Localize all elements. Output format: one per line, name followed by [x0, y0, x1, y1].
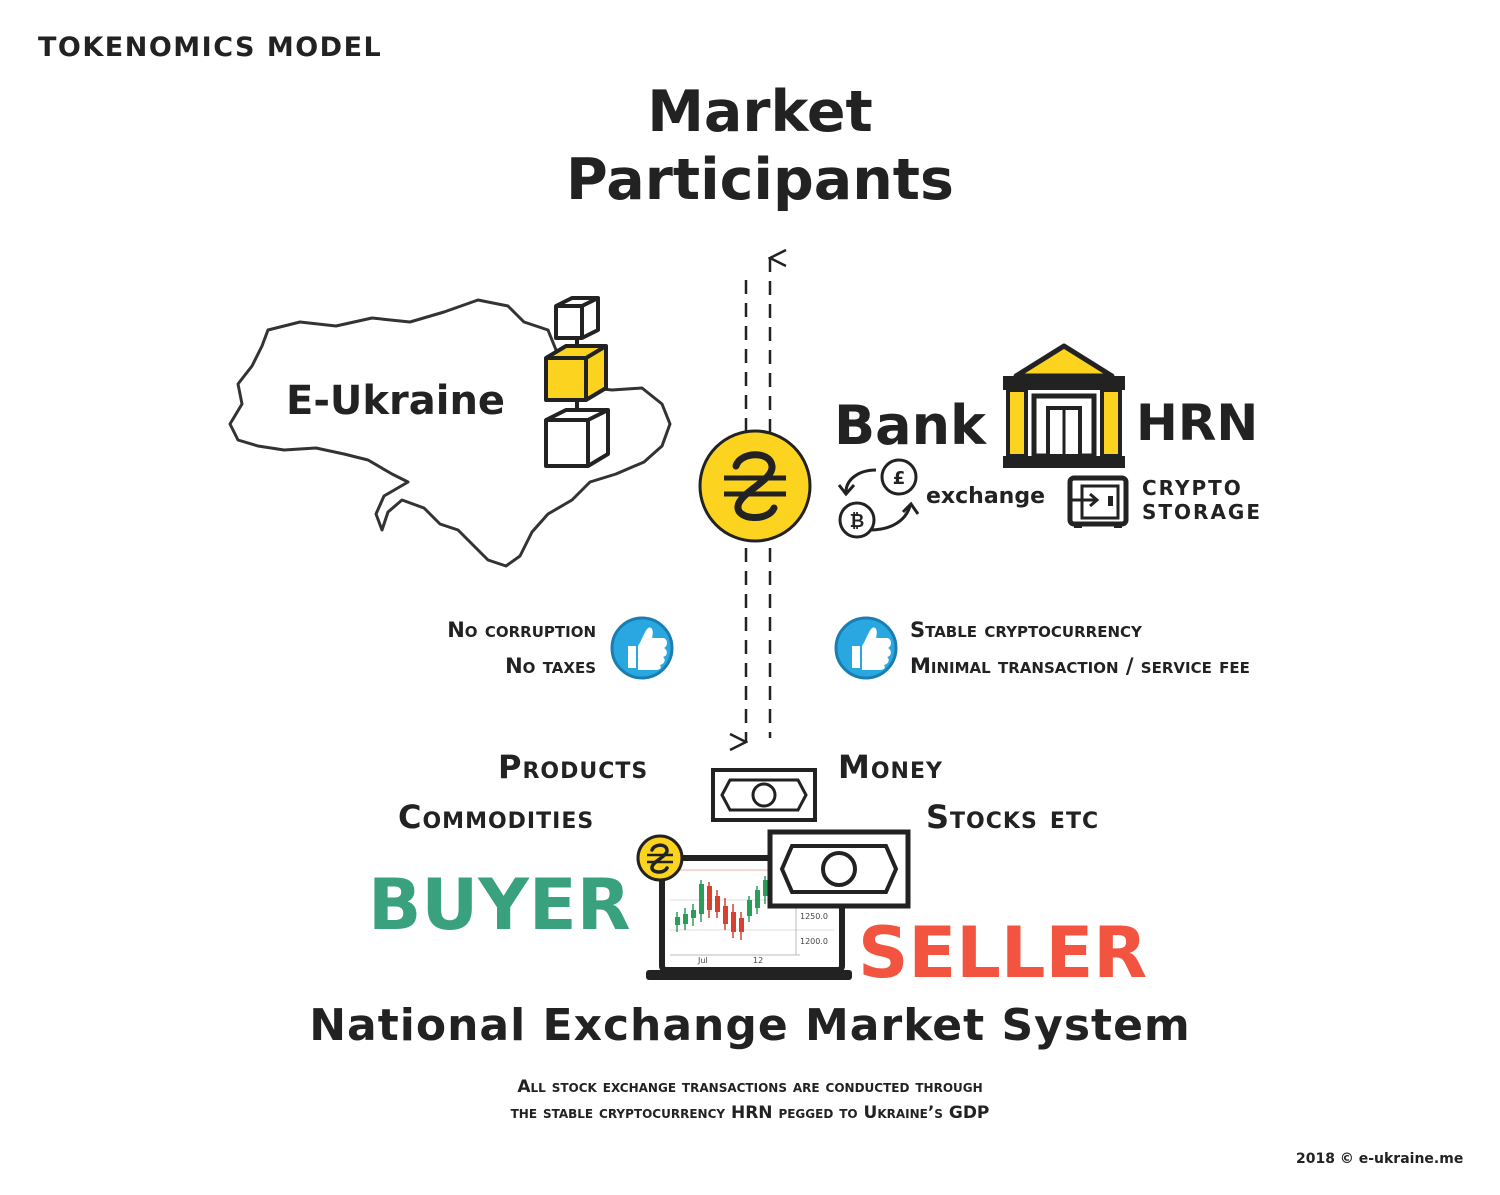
- currency-exchange-icon: [837, 468, 920, 532]
- chart-tick-label: 1200.0: [800, 937, 828, 946]
- chart-date-label: Jul: [697, 956, 708, 965]
- bank-building-icon: [1003, 343, 1125, 468]
- seller-label: SELLER: [858, 912, 1148, 994]
- page-title-line: Market: [647, 79, 873, 145]
- svg-text:₿: ₿: [850, 511, 865, 532]
- exchange-label: exchange: [926, 484, 1045, 509]
- svg-text:£: £: [893, 468, 906, 489]
- money-label: Money: [838, 748, 943, 786]
- hrn-label: HRN: [1136, 394, 1259, 452]
- bank-label: Bank: [834, 394, 986, 457]
- crypto-safe-icon: [1067, 475, 1129, 528]
- chart-tick-label: 1250.0: [800, 912, 828, 921]
- footnote-line: All stock exchange transactions are cond…: [517, 1077, 983, 1097]
- crypto-storage-line: STORAGE: [1142, 500, 1263, 524]
- left-benefits-list: No corruption No taxes: [380, 612, 596, 684]
- pound-icon: £: [880, 458, 918, 496]
- benefit-item: Stable cryptocurrency: [910, 618, 1142, 642]
- stocks-label: Stocks etc: [926, 798, 1100, 836]
- corner-title: TOKENOMICS MODEL: [38, 32, 383, 63]
- chart-date-label: 12: [753, 956, 763, 965]
- buyer-label: BUYER: [368, 864, 631, 946]
- crypto-storage-line: CRYPTO: [1142, 476, 1243, 500]
- banknote-icon: [767, 829, 911, 909]
- benefit-item: Minimal transaction / service fee: [910, 654, 1250, 678]
- blockchain-cubes-icon: [544, 296, 610, 468]
- products-label: Products: [498, 748, 649, 786]
- benefit-item: No taxes: [505, 654, 596, 678]
- e-ukraine-label: E-Ukraine: [286, 378, 506, 424]
- thumbs-up-icon: [834, 616, 898, 680]
- crypto-storage-label: CRYPTO STORAGE: [1142, 476, 1262, 524]
- benefit-item: No corruption: [447, 618, 596, 642]
- bitcoin-icon: ₿: [838, 501, 876, 539]
- commodities-label: Commodities: [398, 798, 595, 836]
- hryvnia-coin-icon: [636, 834, 684, 882]
- ukraine-map-outline: [228, 298, 672, 568]
- hryvnia-coin-icon: [698, 429, 812, 543]
- footnote: All stock exchange transactions are cond…: [300, 1074, 1200, 1126]
- footnote-line: the stable cryptocurrency HRN pegged to …: [510, 1103, 990, 1123]
- thumbs-up-icon: [610, 616, 674, 680]
- page-title-line: Participants: [566, 147, 954, 213]
- banknote-icon: [711, 768, 817, 822]
- flow-arrows: [746, 258, 770, 742]
- page-title: Market Participants: [450, 78, 1070, 214]
- right-benefits-list: Stable cryptocurrency Minimal transactio…: [910, 612, 1250, 684]
- system-title: National Exchange Market System: [309, 1000, 1191, 1051]
- copyright-text: 2018 © e-ukraine.me: [1296, 1151, 1464, 1167]
